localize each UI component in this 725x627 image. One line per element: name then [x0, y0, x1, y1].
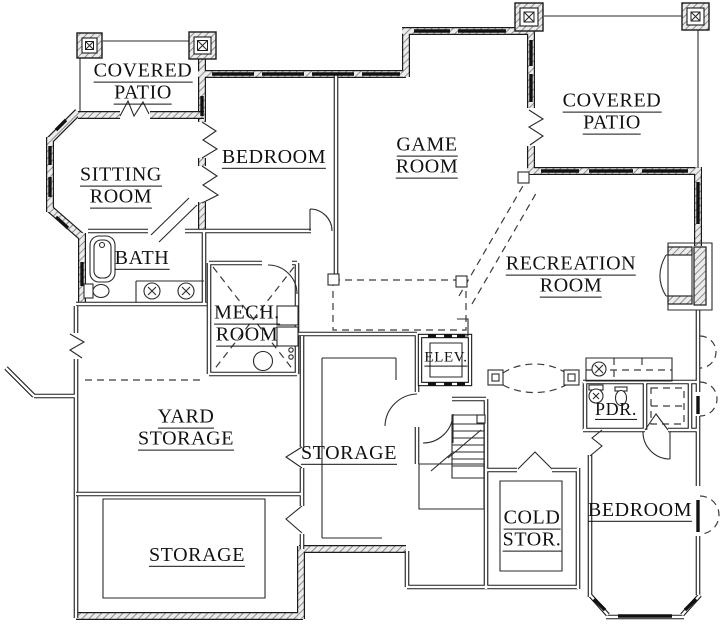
room-label-text: COLD: [503, 506, 561, 530]
stair-newel-post: [476, 414, 486, 424]
room-label-sitting-room: SITTING ROOM: [80, 163, 162, 209]
toilet-icon: [588, 384, 604, 404]
room-label-text: PDR.: [595, 398, 637, 420]
room-label-text: ROOM: [215, 324, 279, 347]
room-label-bath: BATH: [114, 246, 170, 270]
room-label-storage-southwest: STORAGE: [148, 543, 246, 567]
toilet-icon: [83, 283, 110, 299]
window-glyphs: [48, 29, 700, 618]
room-label-text: ROOM: [89, 186, 153, 209]
room-label-text: STORAGE: [300, 441, 398, 465]
room-label-cold-storage: COLD STOR.: [502, 506, 562, 552]
bathtub-icon: [89, 235, 116, 283]
room-label-text: ROOM: [395, 156, 459, 179]
room-label-text: MECH.: [214, 301, 280, 325]
elevator-shaft-icon: [417, 318, 473, 387]
water-heater-icon: [252, 347, 294, 372]
door-swing-arcs: [267, 208, 671, 460]
room-label-text: YARD: [157, 405, 215, 429]
furnace-icon: [276, 305, 299, 347]
window-well-arc: [699, 335, 720, 535]
room-label-mech-room: MECH. ROOM: [214, 301, 280, 347]
room-label-text: BEDROOM: [587, 498, 693, 522]
room-label-text: COVERED: [93, 59, 193, 83]
room-label-text: PATIO: [583, 112, 641, 135]
dashed-overhead-lines: [85, 183, 720, 535]
room-label-text: COVERED: [562, 89, 662, 113]
room-label-yard-storage: YARD STORAGE: [137, 405, 235, 451]
room-label-covered-patio-nw: COVERED PATIO: [93, 59, 193, 105]
bar-sink-icon: [585, 357, 673, 382]
room-label-text: ROOM: [539, 275, 603, 298]
room-label-text: RECREATION: [505, 252, 637, 276]
room-label-text: PATIO: [114, 82, 172, 105]
structural-posts: [327, 171, 580, 386]
room-label-text: STORAGE: [137, 428, 235, 451]
room-label-elevator: ELEV.: [424, 349, 468, 367]
staircase-icon: [430, 414, 486, 479]
interior-walls: [4, 74, 702, 620]
thin-outlines: [79, 15, 699, 599]
room-label-bedroom-north: BEDROOM: [221, 145, 327, 169]
room-label-text: STOR.: [502, 529, 562, 552]
room-label-bedroom-southeast: BEDROOM: [587, 498, 693, 522]
room-label-game-room: GAME ROOM: [395, 133, 459, 179]
sink-icon: [143, 282, 195, 300]
sink-icon: [614, 386, 628, 407]
wall-break-symbols: [68, 99, 669, 534]
room-label-text: SITTING: [80, 163, 162, 187]
room-label-text: ELEV.: [424, 349, 468, 367]
room-label-storage-middle: STORAGE: [300, 441, 398, 465]
room-label-text: STORAGE: [148, 543, 246, 567]
room-label-powder-room: PDR.: [595, 398, 637, 420]
fireplace-icon: [659, 242, 713, 311]
room-label-text: BATH: [114, 246, 170, 270]
room-label-text: GAME: [396, 133, 458, 157]
room-label-recreation-room: RECREATION ROOM: [505, 252, 637, 298]
pillar-icon: [76, 2, 710, 60]
room-label-text: BEDROOM: [221, 145, 327, 169]
room-label-covered-patio-ne: COVERED PATIO: [562, 89, 662, 135]
